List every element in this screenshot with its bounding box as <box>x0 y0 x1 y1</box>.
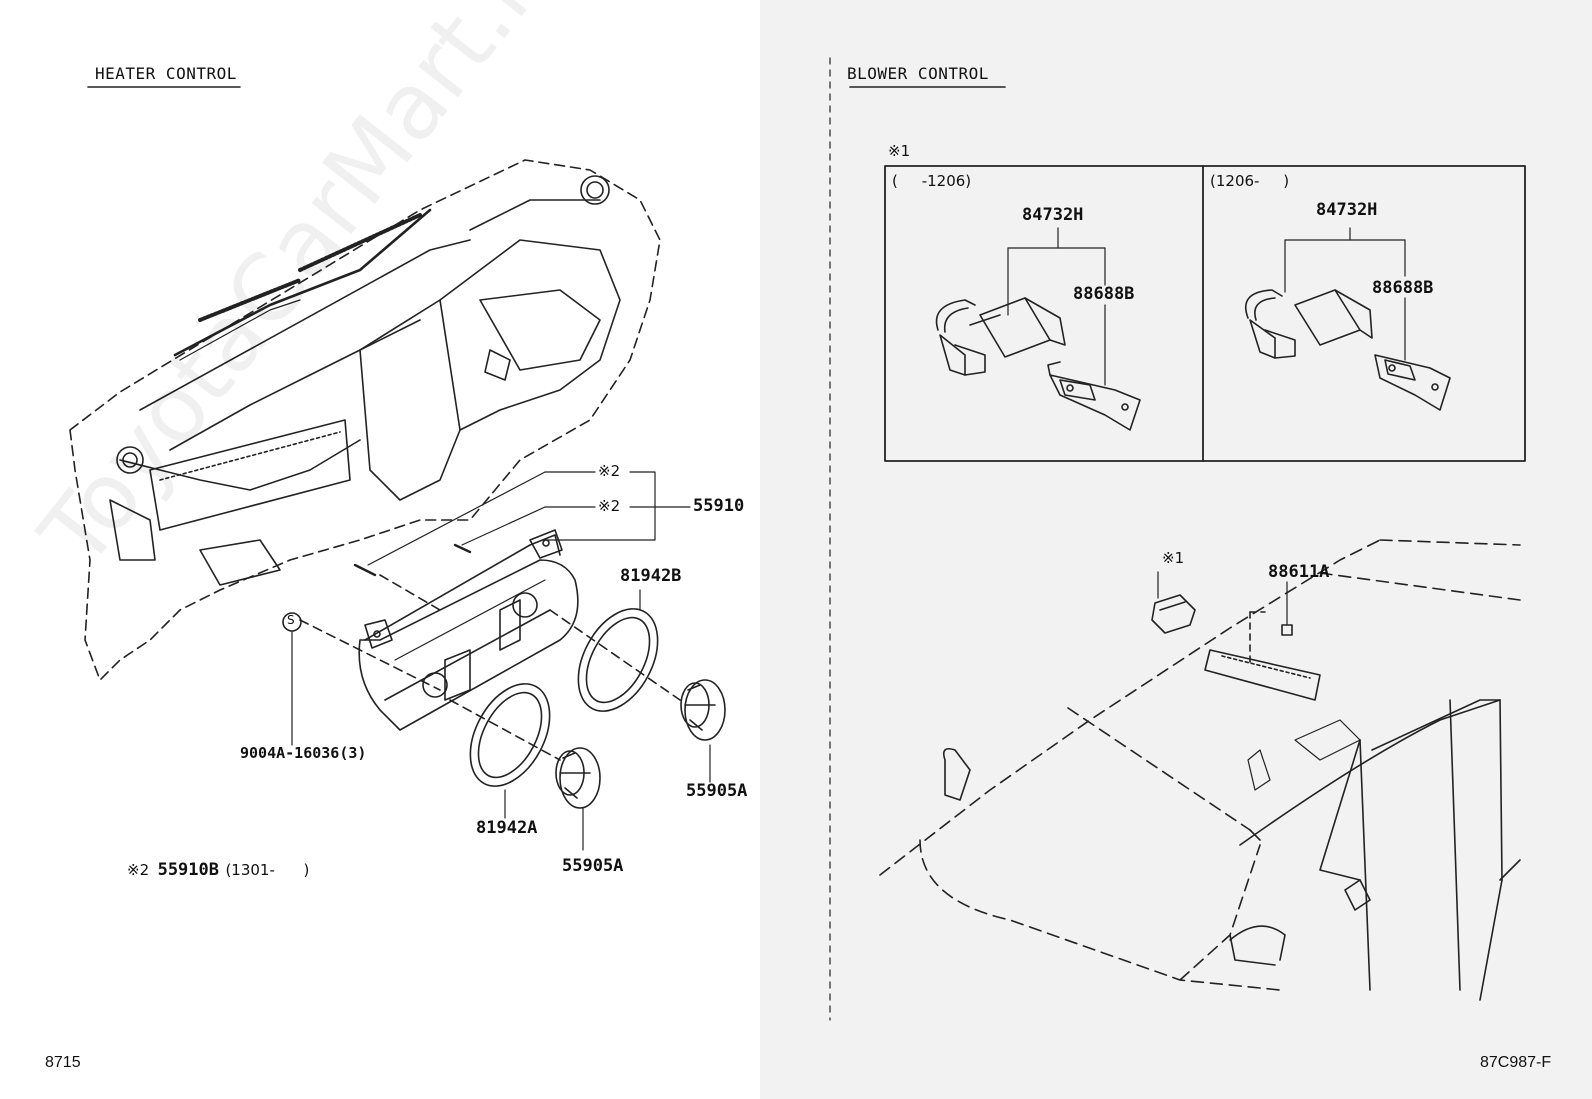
car-body-outline <box>879 539 1521 1001</box>
ring-81942A <box>469 683 551 787</box>
diagram-code: 87C987-F <box>1480 1054 1552 1071</box>
heater-control-bezel <box>358 529 579 731</box>
heater-control-drawing <box>69 86 726 851</box>
part-label-55905A-bottom: 55905A <box>562 856 624 876</box>
part-label-55905A-right: 55905A <box>686 781 748 801</box>
variant-left-leaders <box>1007 227 1106 386</box>
variant-left-part-side: 88688B <box>1073 284 1135 304</box>
footnote-range: (1301- ) <box>225 861 310 879</box>
variant-right-leaders <box>1284 227 1406 361</box>
part-label-81942A: 81942A <box>476 818 538 838</box>
leader-lines <box>291 471 711 851</box>
variant-left-part-top: 84732H <box>1022 205 1084 225</box>
dashboard-outline <box>69 159 661 681</box>
blower-control-panel: BLOWER CONTROL ※1 ( -1206) 84732H 88688B… <box>760 0 1592 1099</box>
heater-control-title: HEATER CONTROL <box>95 64 237 83</box>
variant-left-range: ( -1206) <box>892 172 972 190</box>
car-trim-88611A <box>1204 611 1321 701</box>
variant-left-bracket <box>1047 361 1141 431</box>
blower-control-title: BLOWER CONTROL <box>847 64 989 83</box>
footnote-part: 55910B <box>157 860 219 880</box>
blower-control-drawing <box>829 57 1526 1021</box>
car-sensor-part <box>1151 594 1196 634</box>
variant-right-sensor <box>1244 289 1373 359</box>
variant-right-bracket <box>1374 354 1451 411</box>
screw-symbol: S <box>287 613 295 627</box>
ref-note-a: ※2 <box>598 462 621 480</box>
car-ref-mark: ※1 <box>1162 549 1185 567</box>
variant-left-sensor <box>935 297 1066 376</box>
variant-right-part-side: 88688B <box>1372 278 1434 298</box>
heater-control-panel: HEATER CONTROL ※2 ※2 55910 81942B S 9004… <box>0 0 760 1099</box>
variant-right-range: (1206- ) <box>1210 172 1290 190</box>
footnote: ※2 55910B (1301- ) <box>127 862 309 879</box>
box-ref-mark: ※1 <box>888 142 911 160</box>
footnote-mark: ※2 <box>127 861 150 879</box>
ring-81942B <box>577 608 659 712</box>
knob-55905A-lower <box>555 747 601 809</box>
page-code: 8715 <box>45 1054 81 1071</box>
part-label-81942B: 81942B <box>620 566 682 586</box>
pin-upper <box>353 563 377 577</box>
assembly-lines <box>299 574 681 761</box>
variant-box <box>884 165 1526 462</box>
car-leaders <box>1157 571 1288 626</box>
screw-symbol-circle <box>282 612 302 632</box>
variant-right-part-top: 84732H <box>1316 200 1378 220</box>
pin-lower <box>453 543 472 554</box>
knob-55905A-upper <box>680 679 726 741</box>
car-part-88611A: 88611A <box>1268 562 1330 582</box>
part-label-55910: 55910 <box>693 496 745 516</box>
part-label-9004A-16036: 9004A-16036(3) <box>240 744 367 762</box>
ref-note-b: ※2 <box>598 497 621 515</box>
